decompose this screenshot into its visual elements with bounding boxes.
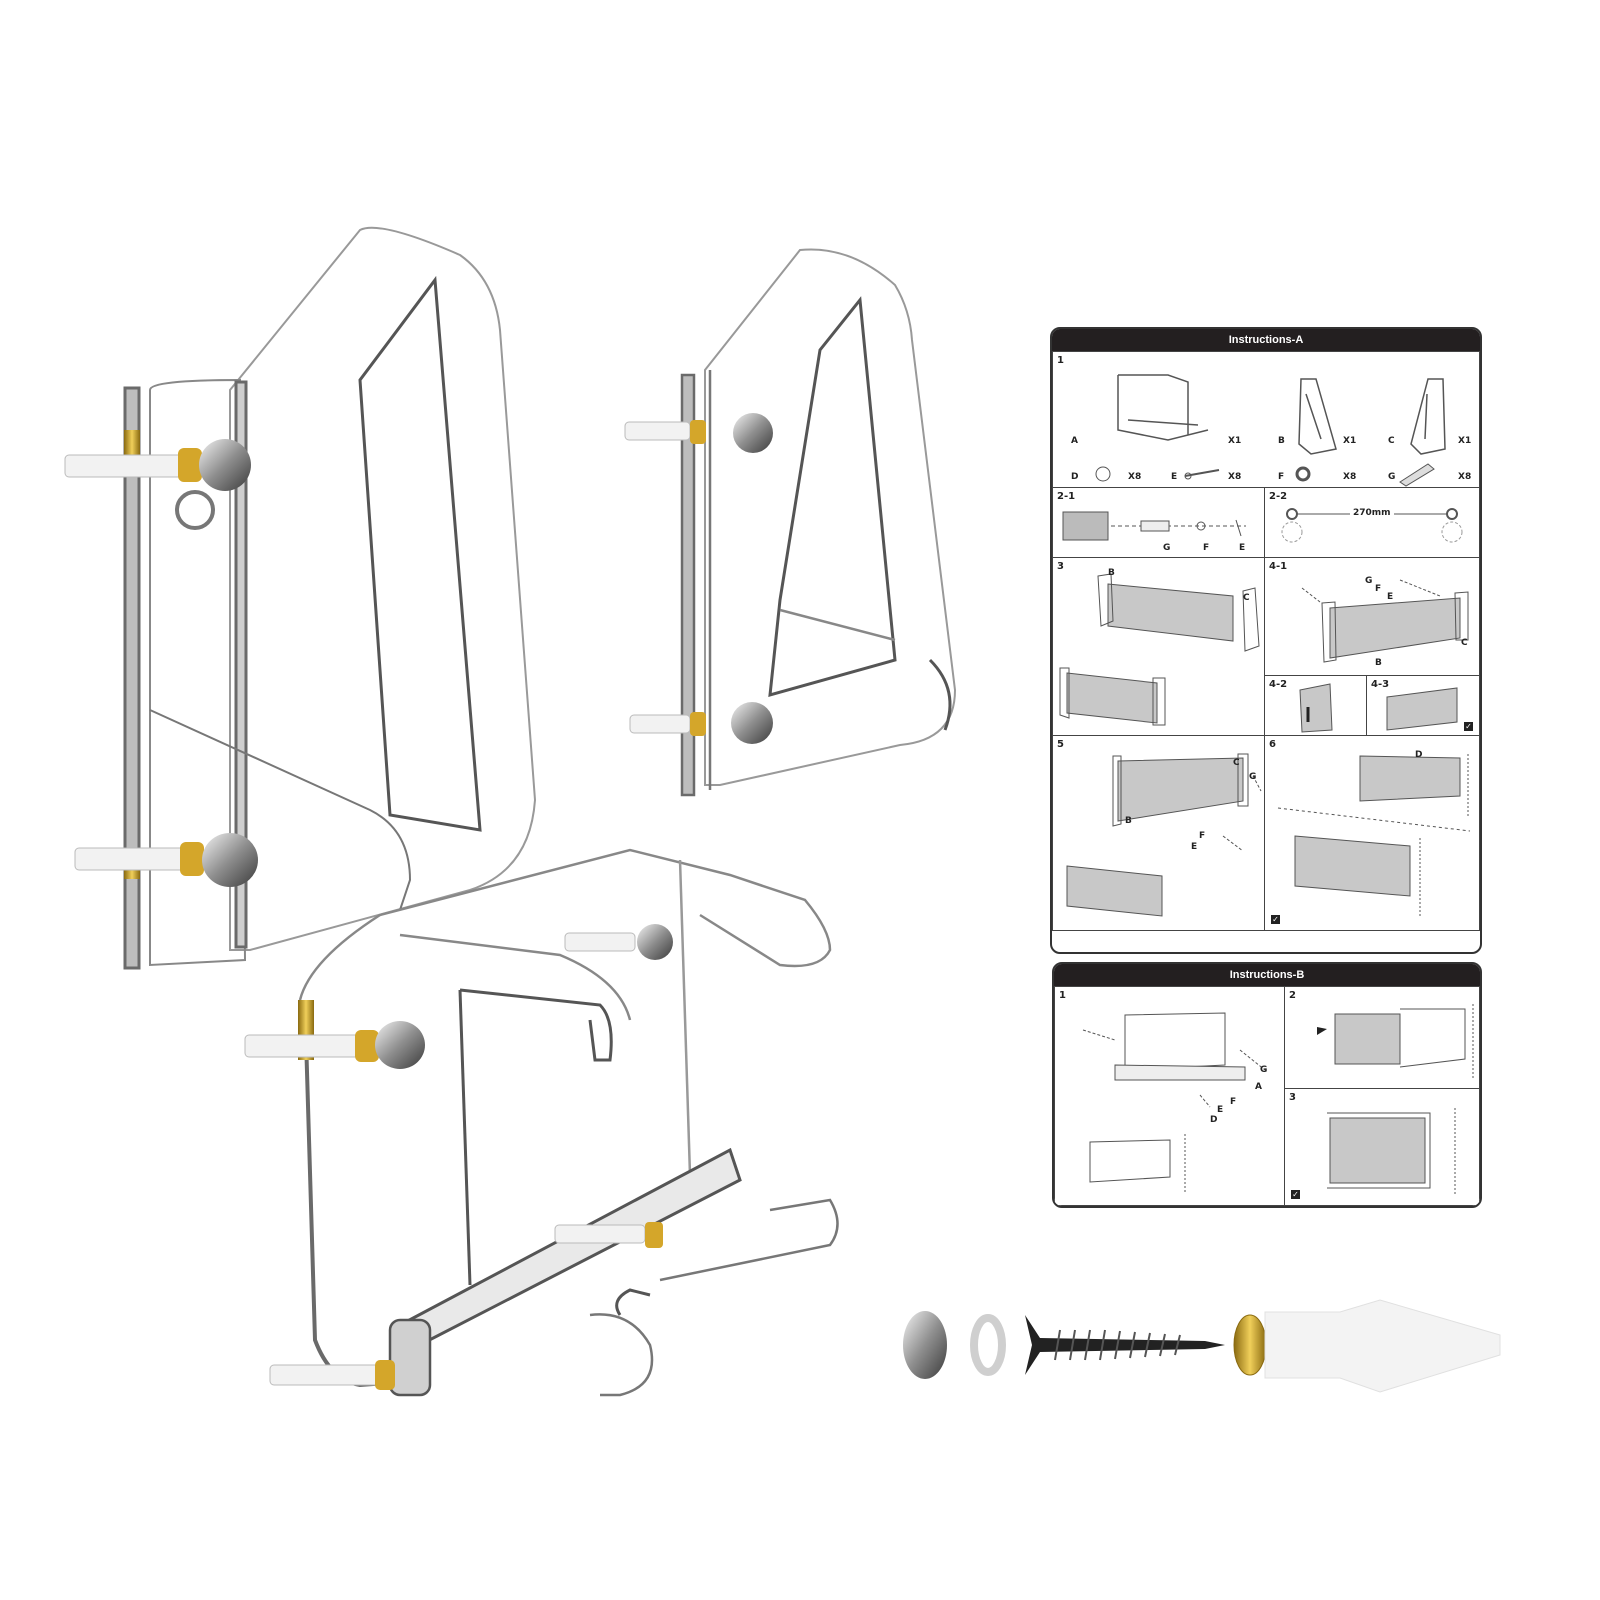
wall-anchor-bottom-2 xyxy=(564,924,673,960)
screw-icon xyxy=(1184,469,1220,480)
wall-plug xyxy=(1264,1299,1501,1393)
wall-anchor-bottom-1 xyxy=(244,1021,425,1069)
final-mount-diagram-icon xyxy=(1277,754,1471,916)
brass-nut xyxy=(1233,1314,1267,1376)
holder-right-render xyxy=(680,248,957,797)
b-step-2-panel: 2 xyxy=(1284,986,1480,1090)
screw xyxy=(1025,1315,1225,1375)
instructions-b-card: Instructions-B 1 G A F E D 2 3 xyxy=(1052,962,1482,1208)
wall-mount-diagram-icon xyxy=(1112,753,1262,852)
step-3-panel: 3 B C xyxy=(1052,557,1266,737)
wall-anchor-lower-left xyxy=(74,833,258,887)
check-icon: ✓ xyxy=(1271,915,1280,924)
step-5-panel: 5 C G B F E xyxy=(1052,735,1266,931)
b-step-3-panel: 3 ✓ xyxy=(1284,1088,1480,1206)
hardware-set xyxy=(903,1299,1501,1393)
part-b-icon xyxy=(1298,378,1337,455)
cap-icon xyxy=(1095,466,1111,482)
step-4-1-panel: 4-1 G F E C B xyxy=(1264,557,1480,677)
step-6-panel: 6 D ✓ xyxy=(1264,735,1480,931)
step-4-2-diagram-icon xyxy=(1299,683,1333,733)
wall-anchor-lower-right xyxy=(629,702,773,744)
wall-plug-icon xyxy=(1399,463,1435,487)
step-2-2-panel: 2-2 270mm xyxy=(1264,487,1480,559)
hole-spacing-dimension: 270mm xyxy=(1350,508,1394,518)
wall-anchor-upper-left xyxy=(64,439,251,530)
step-1-parts-panel: 1 A X1 B X1 C X1 D X8 E X8 F X8 G X8 xyxy=(1052,351,1480,489)
part-a-icon xyxy=(1117,374,1209,441)
b-step-3-diagram-icon xyxy=(1327,1108,1456,1195)
instructions-a-title: Instructions-A xyxy=(1052,329,1480,351)
wall-anchor-bottom-4 xyxy=(269,1360,395,1390)
wall-anchor-bottom-3 xyxy=(554,1222,663,1248)
step-number: 1 xyxy=(1057,355,1064,366)
step-4-3-panel: 4-3 ✓ xyxy=(1366,675,1480,737)
holder-bottom-render xyxy=(298,848,839,1397)
attach-sides-diagram-icon xyxy=(1097,573,1260,652)
step-2-1-panel: 2-1 G F E xyxy=(1052,487,1266,559)
wall-anchor-upper-right xyxy=(624,413,773,453)
drill-diagram-icon xyxy=(1062,511,1246,541)
b-step-1-panel: 1 G A F E D xyxy=(1054,986,1286,1206)
washer xyxy=(970,1314,1006,1376)
step-4-2-panel: 4-2 xyxy=(1264,675,1368,737)
b-step-1-diagram-icon xyxy=(1082,1012,1266,1108)
b-step-2-diagram-icon xyxy=(1317,1004,1474,1079)
part-c-icon xyxy=(1410,378,1446,455)
step-4-3-diagram-icon xyxy=(1386,687,1458,731)
check-icon: ✓ xyxy=(1464,722,1473,731)
screw-in-diagram-icon xyxy=(1301,579,1469,663)
chrome-cap xyxy=(903,1311,947,1379)
washer-icon xyxy=(1295,466,1311,482)
step-3-result-icon xyxy=(1059,667,1166,726)
check-icon: ✓ xyxy=(1291,1190,1300,1199)
step-5-result-icon xyxy=(1066,865,1163,917)
instructions-b-title: Instructions-B xyxy=(1054,964,1480,986)
b-step-1-result-icon xyxy=(1089,1134,1186,1194)
instructions-a-card: Instructions-A 1 A X1 B X1 C X1 D X8 E X… xyxy=(1050,327,1482,954)
